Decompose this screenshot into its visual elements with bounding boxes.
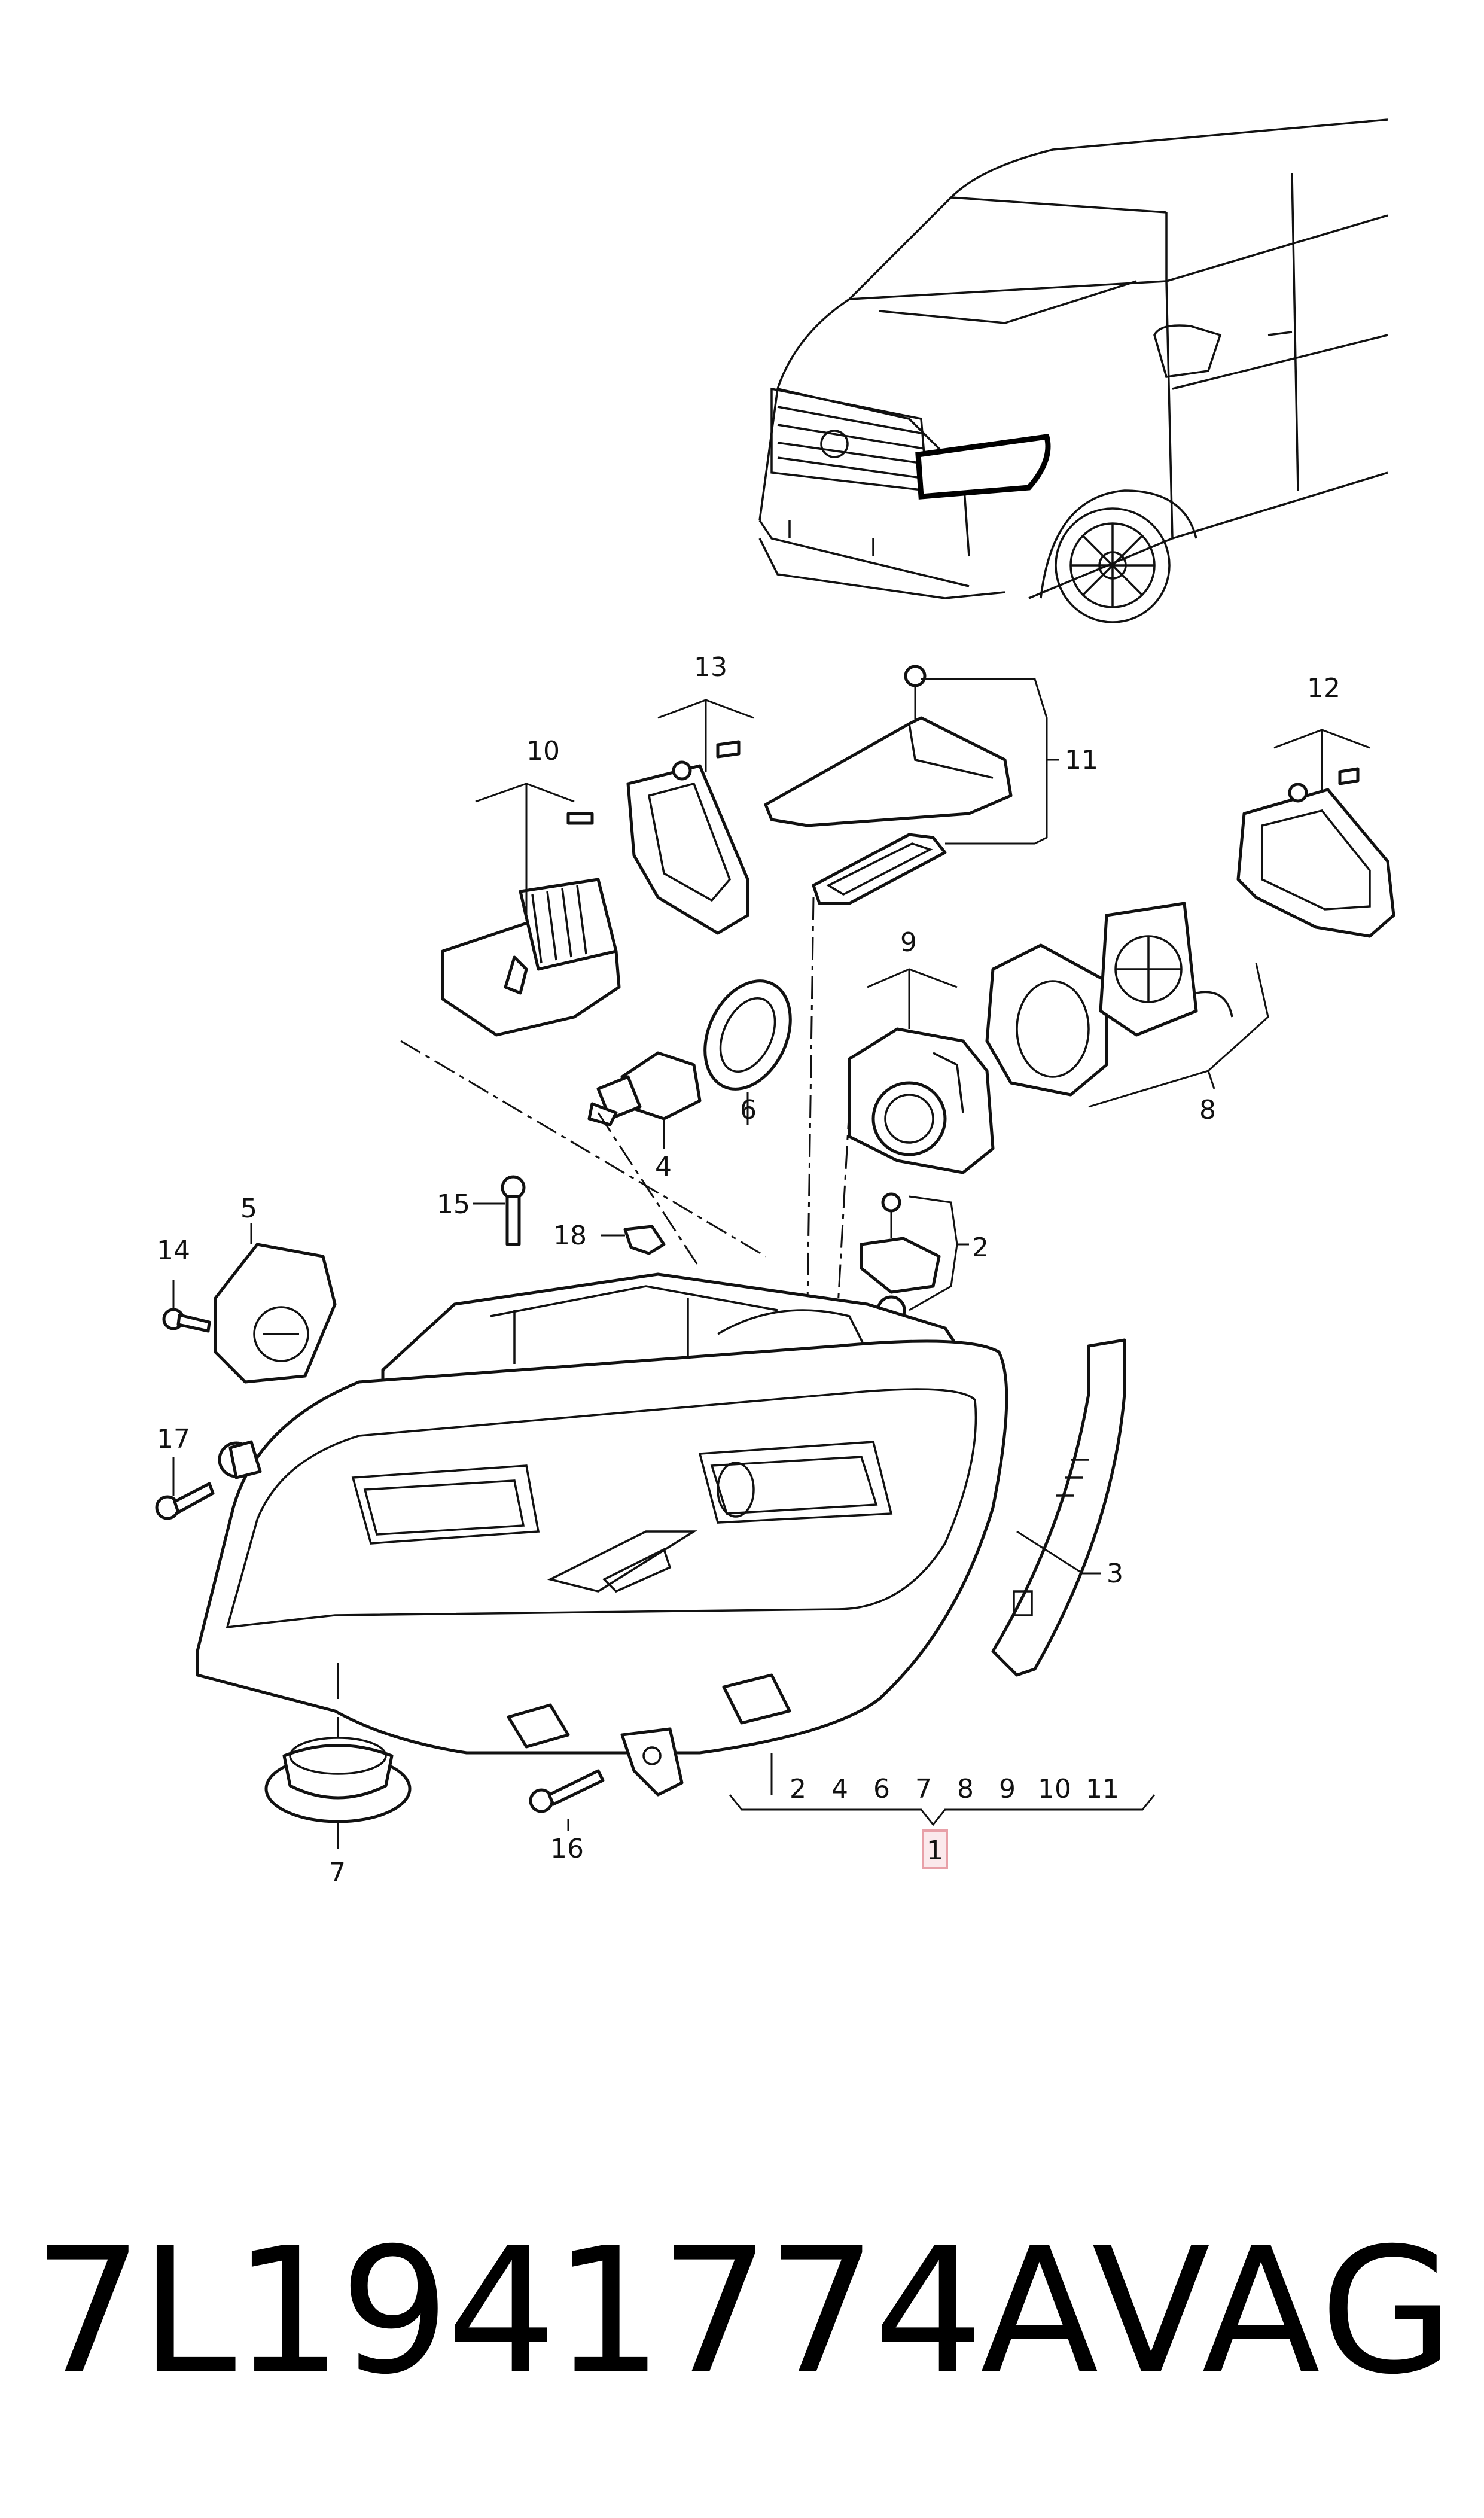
callout-12: 12 [1307,673,1340,704]
contents-item: 9 [999,1774,1016,1804]
callout-3: 3 [1107,1558,1123,1589]
assembly-line-9 [836,1106,851,1317]
brand-label: VAG [1092,2211,1456,2413]
callout-4: 4 [655,1152,672,1182]
van-headlight-highlight [915,433,1051,500]
contents-item: 4 [831,1774,848,1804]
callout-2: 2 [972,1232,989,1263]
callout-17: 17 [157,1424,190,1454]
contents-item: 6 [873,1774,890,1804]
assembly-brace [729,1753,1156,1826]
assembly-line-10 [400,1040,766,1258]
part-14-screw [162,1308,211,1333]
callout-1: 1 [927,1835,943,1866]
callout-1-highlight [922,1829,948,1869]
part-8-fan-assembly [985,902,1233,1097]
callout-16: 16 [550,1834,584,1864]
callout-7: 7 [329,1858,346,1888]
callout-5: 5 [240,1193,257,1224]
callout-11: 11 [1065,745,1098,775]
part-6-adjuster-ring [703,979,792,1091]
callout-9: 9 [900,927,917,958]
callout-15: 15 [437,1189,470,1220]
footer: 7L1941774A VAG [33,2213,1456,2411]
contents-item: 10 [1038,1774,1071,1804]
callout-14: 14 [157,1235,190,1266]
callout-8: 8 [1199,1095,1216,1125]
assembly-line-4 [597,1112,701,1269]
part-11-housing-cover [764,665,1013,905]
part-2-repair-bracket [860,1192,941,1325]
callout-18: 18 [553,1220,587,1251]
part-number: 7L1941774A [33,2211,1099,2413]
part-15-screw [501,1175,526,1246]
part-7-cover-cap [264,1663,412,1823]
assembly-line-11 [806,897,815,1305]
callout-13: 13 [694,652,727,683]
van-illustration [758,118,1388,623]
part-12-bezel-frame [1236,767,1395,938]
callout-6: 6 [740,1095,757,1125]
part-4-bulb-socket [587,1051,702,1126]
part-10-led-module [441,812,621,1037]
contents-item: 2 [790,1774,806,1804]
part-18-clip [623,1225,666,1255]
headlight-housing [196,1272,1008,1797]
part-13-bezel-frame [626,740,749,935]
part-9-projector-module [848,1027,995,1174]
callout-10: 10 [526,736,560,766]
contents-item: 8 [957,1774,974,1804]
part-5-control-unit [214,1243,337,1384]
contents-item: 7 [915,1774,932,1804]
assembly-contents-list: 2 4 6 7 8 9 10 11 [790,1774,1119,1804]
part-3-trim-strip [991,1338,1126,1677]
part-16-screw [529,1769,605,1813]
contents-item: 11 [1086,1774,1119,1804]
